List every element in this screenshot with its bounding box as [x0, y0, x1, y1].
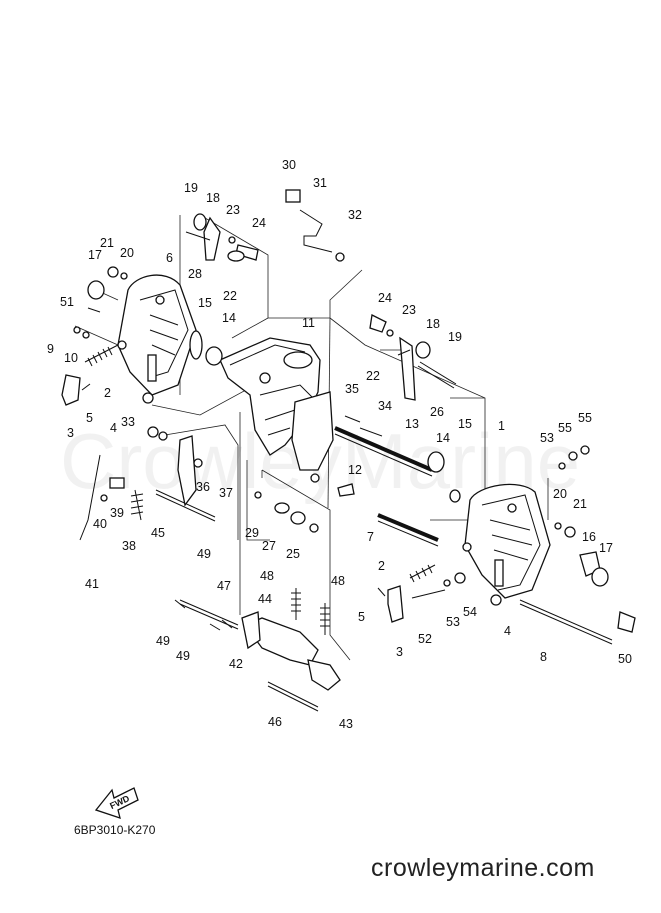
callout-number: 17 [599, 541, 613, 555]
diagram-reference-code: 6BP3010-K270 [74, 823, 156, 837]
callout-number: 19 [184, 181, 198, 195]
steering-shaft [334, 426, 433, 477]
callout-number: 41 [85, 577, 99, 591]
callout-number: 32 [348, 208, 362, 222]
callout-number: 13 [405, 417, 419, 431]
small-parts [61, 189, 636, 633]
callout-number: 38 [122, 539, 136, 553]
callout-number: 7 [367, 530, 374, 544]
callout-number: 21 [100, 236, 114, 250]
through-bolt [519, 599, 613, 645]
callout-number: 12 [348, 463, 362, 477]
callout-number: 24 [252, 216, 266, 230]
callout-number: 51 [60, 295, 74, 309]
callout-number: 31 [313, 176, 327, 190]
callout-number: 49 [176, 649, 190, 663]
callout-number: 48 [331, 574, 345, 588]
callout-number: 5 [358, 610, 365, 624]
callout-number: 9 [47, 342, 54, 356]
callout-number: 3 [396, 645, 403, 659]
springs [84, 344, 436, 635]
swivel-bracket [219, 337, 334, 471]
callout-number: 20 [553, 487, 567, 501]
callout-number: 14 [222, 311, 236, 325]
callout-number: 21 [573, 497, 587, 511]
callout-number: 10 [64, 351, 78, 365]
callout-number: 22 [366, 369, 380, 383]
right-clamp-bracket [462, 483, 551, 599]
callout-number: 43 [339, 717, 353, 731]
callout-number: 1 [498, 419, 505, 433]
site-watermark-url: crowleymarine.com [371, 854, 595, 882]
callout-number: 49 [197, 547, 211, 561]
rod-47 [179, 599, 239, 626]
callout-number: 29 [245, 526, 259, 540]
callout-number: 46 [268, 715, 282, 729]
callout-number: 55 [558, 421, 572, 435]
callout-number: 20 [120, 246, 134, 260]
callout-number: 24 [378, 291, 392, 305]
forward-arrow: FWD [94, 787, 139, 819]
callout-number: 47 [217, 579, 231, 593]
callout-number: 30 [282, 158, 296, 172]
rod-46 [267, 681, 319, 708]
left-clamp-bracket [117, 274, 197, 396]
callout-number: 4 [110, 421, 117, 435]
callout-number: 3 [67, 426, 74, 440]
callout-number: 33 [121, 415, 135, 429]
callout-number: 25 [286, 547, 300, 561]
callout-number: 34 [378, 399, 392, 413]
callout-number: 18 [426, 317, 440, 331]
callout-number: 49 [156, 634, 170, 648]
callout-number: 4 [504, 624, 511, 638]
callout-number: 42 [229, 657, 243, 671]
callout-number: 50 [618, 652, 632, 666]
guide-lines [74, 214, 549, 661]
callout-number: 44 [258, 592, 272, 606]
callout-number: 8 [540, 650, 547, 664]
tilt-tube [377, 513, 439, 547]
callout-number: 15 [198, 296, 212, 310]
callout-number: 39 [110, 506, 124, 520]
callout-number: 11 [302, 316, 315, 330]
callout-number: 54 [463, 605, 477, 619]
callout-number: 6 [166, 251, 173, 265]
callout-number: 2 [378, 559, 385, 573]
callout-number: 40 [93, 517, 107, 531]
rod-41 [79, 454, 101, 541]
callout-number: 53 [540, 431, 554, 445]
callout-number: 19 [448, 330, 462, 344]
callout-number: 23 [226, 203, 240, 217]
tilt-lock-lever [241, 611, 341, 691]
callout-number: 23 [402, 303, 416, 317]
callout-number: 14 [436, 431, 450, 445]
callout-number: 27 [262, 539, 276, 553]
callout-number: 45 [151, 526, 165, 540]
callout-number: 36 [196, 480, 210, 494]
callout-number: 15 [458, 417, 472, 431]
callout-number: 35 [345, 382, 359, 396]
part-callouts: 30 31 32 19 18 23 24 21 20 17 6 28 22 51… [47, 158, 632, 731]
callout-number: 52 [418, 632, 432, 646]
callout-number: 53 [446, 615, 460, 629]
callout-number: 26 [430, 405, 444, 419]
callout-number: 18 [206, 191, 220, 205]
callout-number: 48 [260, 569, 274, 583]
callout-number: 22 [223, 289, 237, 303]
callout-number: 5 [86, 411, 93, 425]
callout-number: 17 [88, 248, 102, 262]
callout-number: 37 [219, 486, 233, 500]
callout-number: 28 [188, 267, 202, 281]
callout-number: 16 [582, 530, 596, 544]
callout-number: 2 [104, 386, 111, 400]
callout-number: 55 [578, 411, 592, 425]
